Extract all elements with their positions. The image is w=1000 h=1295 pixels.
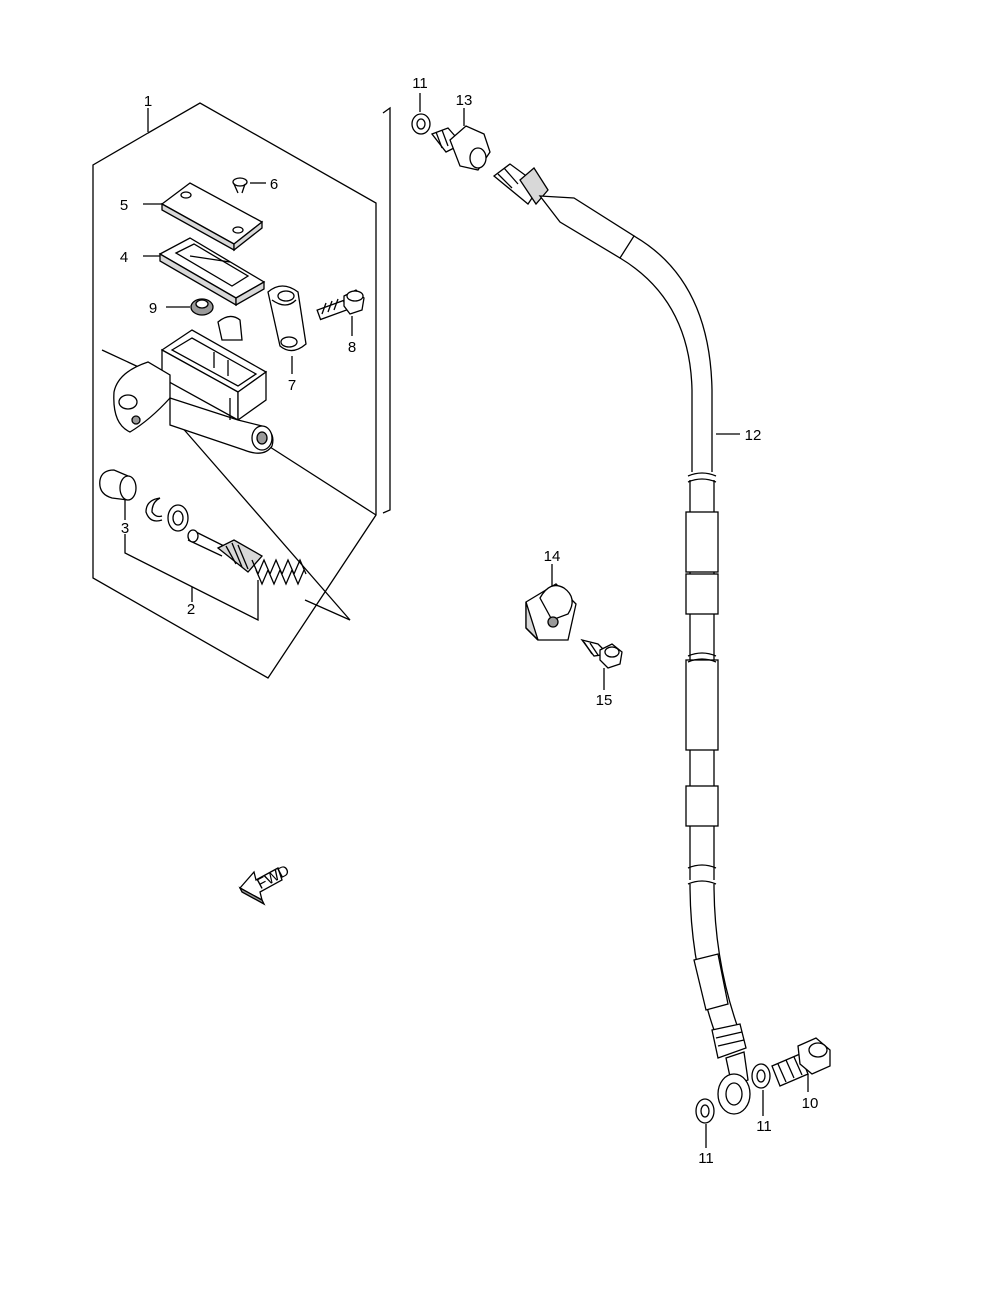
callout-3: 3 [121, 520, 129, 537]
callout-11-top: 11 [412, 75, 428, 92]
master-cylinder-group-outline [92, 102, 391, 679]
callout-6: 6 [270, 176, 278, 193]
banjo-bolt [771, 1037, 831, 1087]
guide-bolt [580, 638, 623, 669]
callout-11-right: 11 [756, 1118, 772, 1135]
piston-assembly [187, 529, 307, 586]
callout-labels: 1 2 3 4 5 6 7 8 9 10 11 11 11 12 13 14 1… [120, 75, 819, 1167]
callout-11-left: 11 [698, 1150, 714, 1167]
rubber-boot [190, 298, 214, 316]
brake-hose [492, 163, 751, 1115]
lower-washer-left [695, 1098, 715, 1124]
callout-12: 12 [745, 427, 762, 444]
callout-14: 14 [544, 548, 561, 565]
handlebar-clamp [267, 285, 307, 352]
callout-1: 1 [144, 93, 152, 110]
callout-8: 8 [348, 339, 356, 356]
callout-9: 9 [149, 300, 157, 317]
callout-13: 13 [456, 92, 473, 109]
master-cylinder-body [113, 315, 274, 454]
fwd-label: FWD [254, 862, 292, 893]
piston-cup [99, 469, 137, 501]
callout-15: 15 [596, 692, 613, 709]
lower-washer-right [751, 1063, 771, 1089]
diaphragm-plate [158, 237, 266, 307]
callout-10: 10 [802, 1095, 819, 1112]
hose-adapter [411, 113, 491, 171]
piston-washer [167, 504, 189, 532]
hose-guide [525, 583, 577, 641]
cap-screw [232, 177, 248, 194]
fwd-arrow-icon: FWD [238, 862, 293, 906]
callout-7: 7 [288, 377, 296, 394]
reservoir-cap [160, 182, 264, 252]
callout-4: 4 [120, 249, 128, 266]
clamp-bolt [316, 289, 365, 321]
circlip [145, 497, 163, 522]
callout-2: 2 [187, 601, 195, 618]
callout-5: 5 [120, 197, 128, 214]
